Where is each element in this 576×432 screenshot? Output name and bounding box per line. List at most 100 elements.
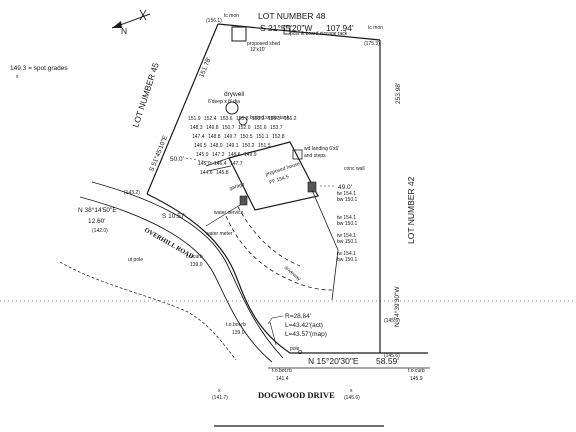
spot-grade: 149.7 <box>224 134 237 140</box>
spot-grade: 147.2 <box>212 152 225 158</box>
spot-grade: 145.9 <box>196 152 209 158</box>
septic-tank: buried septic tank <box>250 115 290 121</box>
curve-length-map: L=43.57'(map) <box>285 331 327 338</box>
spot-grade: 155.8 <box>236 116 249 122</box>
spot-grade: 146.5 <box>194 143 207 149</box>
dimension-49: 49.0' <box>338 184 352 191</box>
garage-label: garage <box>229 181 246 192</box>
wall-grade-tw3: tw 154.1 <box>337 233 356 239</box>
spot-grade: 151.5 <box>258 143 271 149</box>
lot-48-label: LOT NUMBER 48 <box>258 11 326 21</box>
spot-grade: 151.6 <box>254 125 267 131</box>
spot-grade: 150.5 <box>240 134 253 140</box>
spot-grade: 149.1 <box>226 143 239 149</box>
dimension-50: 50.0' <box>170 156 184 163</box>
wall-grade-bw4: bw 150.1 <box>337 257 358 263</box>
overhill-road <box>59 181 284 363</box>
west-property-line <box>146 23 219 195</box>
road-line-bearing: N 38°14'50"E <box>78 206 117 214</box>
spot-grade: 149.8 <box>206 125 219 131</box>
spot-grade: 151.9 <box>188 116 201 122</box>
tc-mon-2-elev: (175.3) <box>364 41 380 47</box>
landing-label: wd landing 6'x6' <box>304 146 339 152</box>
wall-grade-tw2: tw 154.1 <box>337 215 356 221</box>
nw-corner-elev: (143.2) <box>124 190 140 196</box>
west-line-distance: 151.78' <box>198 57 212 79</box>
spot-bottom-left: (141.7) <box>212 395 228 401</box>
spot-grade: 149.9 <box>244 152 257 158</box>
spot-grade: 144.6 <box>200 170 213 176</box>
lot-45-label: LOT NUMBER 45 <box>130 61 160 128</box>
spot-grade: 150.7 <box>222 125 235 131</box>
curve-length-act: L=43.42'(act) <box>285 322 323 329</box>
concrete-wall: conc wall <box>307 166 365 301</box>
tc-mon-1-elev: (156.1) <box>206 18 222 24</box>
water-meter-label: water meter <box>206 231 233 237</box>
curve-radius: R=28.84' <box>285 313 311 320</box>
tc-mon-2: tc mon <box>368 25 383 31</box>
south-line-bearing: N 15°20'30"E <box>308 356 359 366</box>
steps-label: and steps <box>304 153 326 159</box>
legend-spot-mark: x <box>16 74 19 80</box>
east-line-bearing: N 74°39'30"W <box>393 286 401 327</box>
spot-grade: 148.6 <box>228 152 241 158</box>
tc-bot-2-elev: 141.4 <box>276 376 289 382</box>
road-elev: (142.0) <box>92 228 108 234</box>
spot-grade: 155.5 <box>268 116 281 122</box>
wall-grade-bw3: bw 150.1 <box>337 239 358 245</box>
pole-label: pole <box>290 346 300 352</box>
spot-grade: 145.8 <box>216 170 229 176</box>
front-curve-line <box>146 193 291 354</box>
shed-label: proposed shed <box>247 41 280 47</box>
water-service: water service water meter <box>205 195 248 237</box>
spot-grade: 156.2 <box>284 116 297 122</box>
north-arrow-icon: N <box>111 9 151 36</box>
spot-grade: 151.1 <box>256 134 269 140</box>
wall-grade-bw2: bw 150.1 <box>337 221 358 227</box>
se-corner-elev: (145.6) <box>384 318 400 324</box>
legend-spot-grades: 149.3 = spot grades <box>10 65 68 72</box>
concrete-wall-label: conc wall <box>344 166 365 172</box>
spot-grade: 150.2 <box>242 143 255 149</box>
dogwood-drive-label: DOGWOOD DRIVE <box>258 390 335 400</box>
curb-left-elev: 139.0 <box>190 262 203 268</box>
north-line-bearing: S 21°55'20"W <box>260 23 312 33</box>
water-service-label: water service <box>214 210 244 216</box>
proposed-shed: proposed shed 12'x10' <box>231 26 280 53</box>
curb-left: t.o.curb <box>186 254 203 260</box>
spot-grade: 152.4 <box>204 116 217 122</box>
property-boundary <box>146 23 428 354</box>
storage-rack-label: post & board storage rack <box>290 31 348 37</box>
tc-bot-1: t.o.bot.rb <box>226 322 246 328</box>
spot-grade: 148.8 <box>208 134 221 140</box>
spot-grade: 145.0 <box>198 161 211 167</box>
tc-mon-1: tc mon <box>224 13 239 19</box>
landing: wd landing 6'x6' and steps <box>292 146 339 160</box>
east-line-distance: 253.98' <box>395 83 402 104</box>
tc-bot-1-elev: 139.0 <box>232 330 245 336</box>
drywell: drywell 6'deep x 8' dia <box>208 91 248 126</box>
drywell-label: drywell <box>224 91 245 98</box>
shed-size: 12'x10' <box>250 47 266 53</box>
ut-pole-label: ut pole <box>128 257 143 263</box>
lot-42-label: LOT NUMBER 42 <box>406 176 416 244</box>
wall-grade-bw1: bw 150.1 <box>337 197 358 203</box>
house-elevation: FF 154.5 <box>269 174 290 186</box>
tc-bot-2: t.o.bot.rb <box>272 368 292 374</box>
wall-grade-tw4: tw 154.1 <box>337 251 356 257</box>
spot-grade: 148.3 <box>190 125 203 131</box>
inner-line-2: S 10.57' <box>162 213 186 220</box>
driveway-label: driveway <box>283 265 302 283</box>
south-line-distance: 58.59' <box>376 356 399 366</box>
spot-grade: 153.6 <box>220 116 233 122</box>
pole-icon <box>297 349 303 355</box>
spot-grade: 146.4 <box>214 161 227 167</box>
drywell-size: 6'deep x 8' dia <box>208 99 240 105</box>
east-line-elev: (145.6) <box>384 353 400 359</box>
road-line-distance: 12.60' <box>88 218 106 225</box>
north-line-distance: 107.94' <box>326 23 354 33</box>
spot-grade: 148.0 <box>210 143 223 149</box>
